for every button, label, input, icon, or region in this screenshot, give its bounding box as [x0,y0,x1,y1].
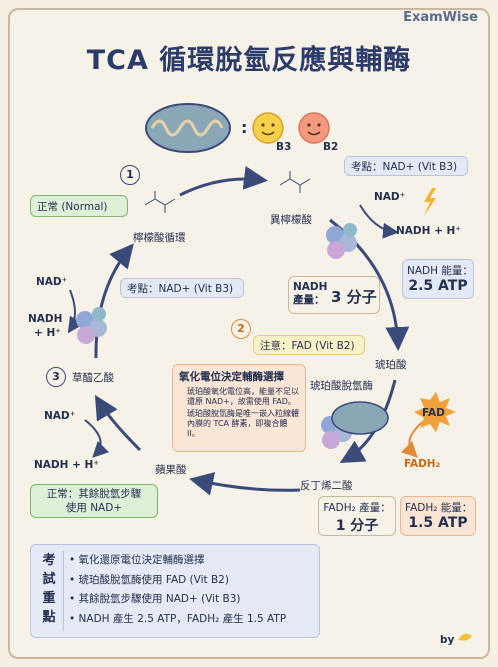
fadh2-yield-label: FADH₂ 產量： [323,502,391,514]
isocitrate-molecule-icon [279,171,311,193]
citrate-molecule-icon [144,191,176,213]
nad-left: NAD⁺ [36,276,68,288]
redox-bullet-1: 琥珀酸氧化電位高，能量不足以還原 NAD+，故需使用 FAD。 [187,387,299,406]
footer-logo-icon [458,633,472,641]
footer-by: by [440,634,455,646]
enzyme-icon-1 [326,223,357,259]
step-number-2: 2 [231,319,251,339]
arrow-oxaloacetate-citrate [94,243,134,359]
redox-title: 氧化電位決定輔酶選擇 [179,371,284,383]
succinate-label: 琥珀酸 [375,359,407,371]
key-point-item: • NADH 產生 2.5 ATP，FADH₂ 產生 1.5 ATP [69,612,287,625]
nadh-yield-box: NADH 產量： 3 分子 [288,276,380,314]
step-number-1: 1 [120,165,140,185]
vitamin-b3-icon [252,112,284,144]
nad-bottom: NAD⁺ [44,410,76,422]
normal-bottom-box: 正常：其餘脫氫步驟 使用 NAD+ [30,484,158,518]
redox-box: 氧化電位決定輔酶選擇 琥珀酸氧化電位高，能量不足以還原 NAD+，故需使用 FA… [172,364,306,452]
vitamin-b2-label: B2 [323,141,339,153]
note-fad-box: 注意：FAD (Vit B2) [253,335,365,355]
key-point-item: • 其餘脫氫步驟使用 NAD+ (Vit B3) [69,593,241,605]
nadh-energy-label: NADH 能量： [407,265,473,277]
nadh-top: NADH + H⁺ [396,225,461,237]
fadh2-energy-value: 1.5 ATP [408,515,468,531]
enzyme-icon-2 [76,307,107,344]
normal-top-box: 正常 (Normal) [30,195,128,217]
vitamin-b3-label: B3 [276,141,292,153]
nadh-left-line1: NADH [28,313,63,325]
fad-burst-icon [414,392,456,432]
nadh-yield-label-1: NADH [293,281,328,293]
key-heading-char-3: 重 [42,591,56,606]
key-heading-char-2: 試 [42,572,56,587]
oxaloacetate-label: 草醯乙酸 [72,372,114,384]
key-heading-char-1: 考 [42,553,56,568]
vitamin-colon: : [241,118,248,137]
key-point-item: • 琥珀酸脫氫酶使用 FAD (Vit B2) [69,573,229,586]
vitamin-b2-icon [298,112,330,144]
malate-label: 蘋果酸 [155,464,187,476]
mitochondrion-membrane-icon [331,401,389,435]
isocitrate-label: 異檸檬酸 [270,214,312,226]
normal-bottom-line1: 正常：其餘脫氫步驟 [46,488,142,500]
enzyme-label: 琥珀酸脫氫酶 [310,380,373,392]
nadh-yield-label-2: 產量： [293,294,325,306]
nadh-left-line2: + H⁺ [34,327,61,339]
nadh-energy-box: NADH 能量： 2.5 ATP [402,259,474,299]
key-heading-char-4: 點 [42,610,56,625]
fadh2-energy-box: FADH₂ 能量： 1.5 ATP [400,496,476,536]
lightning-icon [424,188,436,216]
key-points-heading: 考 試 重 點 [37,551,61,627]
fadh2-yield-value: 1 分子 [335,518,379,534]
redox-bullet-2: 琥珀酸脫氫酶是唯一嵌入粒線體內膜的 TCA 酵素，即複合體 II。 [187,409,299,438]
brand-logo: ExamWise [403,10,478,25]
citrate-label: 檸檬酸循環 [133,232,186,244]
step-number-3: 3 [46,367,66,387]
fadh2-energy-label: FADH₂ 能量： [405,502,473,514]
key-point-item: • 氧化還原電位決定輔酶選擇 [69,554,205,566]
arrow-fumarate-malate [189,472,301,496]
page-title: TCA 循環脫氫反應與輔酶 [86,45,412,76]
nadh-bottom: NADH + H⁺ [34,459,99,471]
nad-top: NAD⁺ [374,191,406,203]
normal-bottom-line2: 使用 NAD+ [65,502,123,514]
key-points-list: • 氧化還原電位決定輔酶選擇 • 琥珀酸脫氫酶使用 FAD (Vit B2) •… [69,551,286,629]
exam-point-box-1: 考點：NAD+ (Vit B3) [344,156,468,176]
key-points-box: 考 試 重 點 • 氧化還原電位決定輔酶選擇 • 琥珀酸脫氫酶使用 FAD (V… [30,544,320,638]
fadh2-yield-box: FADH₂ 產量： 1 分子 [318,496,396,536]
arrow-malate-oxaloacetate [94,394,142,452]
fadh2-label: FADH₂ [404,458,441,470]
fumarate-label: 反丁烯二酸 [300,480,353,492]
nadh-energy-value: 2.5 ATP [408,278,468,294]
fad-label: FAD [422,407,445,419]
arrow-citrate-isocitrate [179,165,268,197]
mitochondrion-icon [145,103,231,153]
exam-point-box-2: 考點：NAD+ (Vit B3) [120,278,244,298]
nadh-yield-value: 3 分子 [331,288,377,306]
